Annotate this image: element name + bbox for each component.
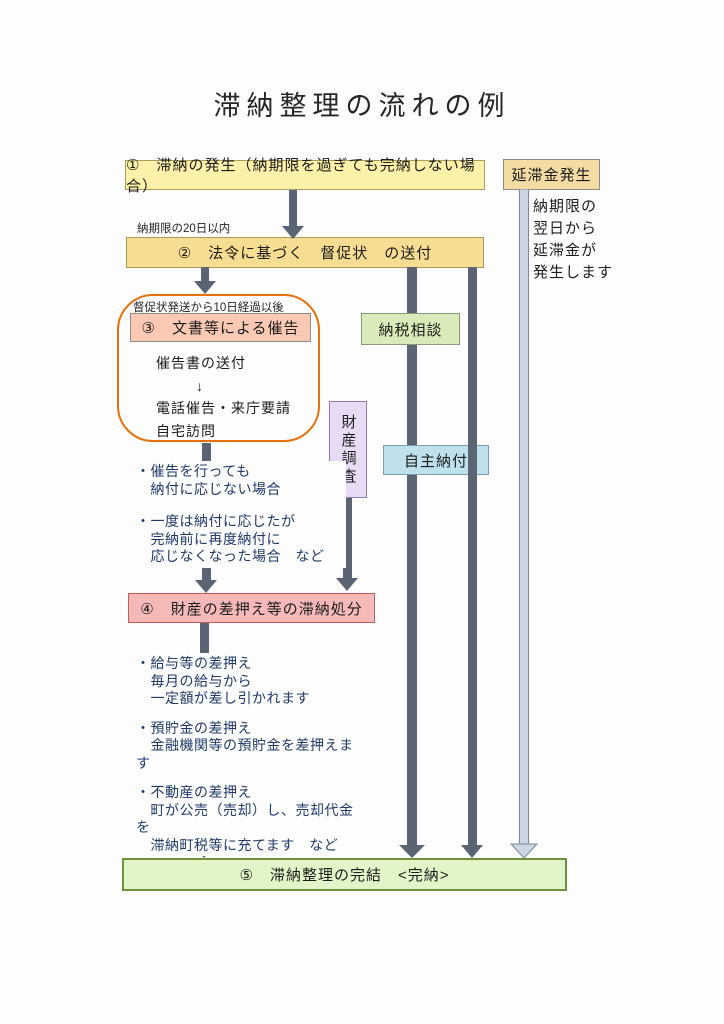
- connector-penalty-arrowhead-icon: [509, 843, 539, 859]
- note-paragraph: ・不動産の差押え 町が公売（売却）し、売却代金を 滞納町税等に充てます など: [136, 784, 366, 854]
- penalty-note-line: 延滞金が: [533, 242, 598, 259]
- penalty-note-line: 納期限の: [533, 198, 598, 215]
- step5-box: ⑤ 滞納整理の完結 <完納>: [122, 858, 567, 891]
- step3-detail-line: 電話催告・来庁要請: [156, 400, 291, 416]
- note-line: ・不動産の差押え: [136, 784, 252, 800]
- connector-line2-arrowhead-icon: [461, 845, 483, 858]
- note-paragraph: ・一度は納付に応じたが 完納前に再度納付に 応じなくなった場合 など: [136, 513, 340, 566]
- note-line: 金融機関等の預貯金を差押えます: [136, 737, 354, 771]
- notes-between-step3-step4: ・催告を行っても 納付に応じない場合 ・一度は納付に応じたが 完納前に再度納付に…: [136, 461, 346, 568]
- connector-line1-arrowhead-icon: [399, 845, 425, 858]
- connector-penalty-line: [509, 189, 539, 859]
- penalty-note: 納期限の 翌日から 延滞金が 発生します: [533, 196, 613, 284]
- step3-pre-label: 督促状発送から10日経過以後: [133, 302, 284, 314]
- connector-s1-s2-shaft: [289, 190, 297, 226]
- connector-investigation-s4-shaft: [343, 498, 352, 578]
- step3-detail-line: 自宅訪問: [156, 422, 216, 439]
- note-paragraph: ・預貯金の差押え 金融機関等の預貯金を差押えます: [136, 720, 366, 773]
- penalty-box: 延滞金発生: [503, 159, 600, 190]
- note-paragraph: ・催告を行っても 納付に応じない場合: [136, 463, 340, 498]
- note-line: 一定額が差し引かれます: [136, 690, 310, 706]
- connector-s1-s2-arrowhead-icon: [282, 226, 304, 239]
- penalty-note-line: 発生します: [533, 264, 614, 281]
- note-line: ・一度は納付に応じたが: [136, 513, 296, 529]
- connector-line2-shaft: [468, 267, 477, 845]
- note-paragraph: ・給与等の差押え 毎月の給与から 一定額が差し引かれます: [136, 655, 366, 708]
- note-line: 納付に応じない場合: [136, 480, 281, 497]
- note-line: ・催告を行っても: [136, 463, 251, 479]
- tax-consultation-box: 納税相談: [361, 313, 460, 345]
- down-arrow-icon: ↓: [196, 377, 204, 394]
- asset-investigation-box: 財産調査: [329, 401, 367, 498]
- connector-investigation-s4-arrowhead-icon: [336, 578, 358, 591]
- page-title: 滞納整理の流れの例: [213, 91, 511, 121]
- step1-box: ① 滞納の発生（納期限を過ぎても完納しない場合）: [125, 157, 485, 195]
- note-line: 完納前に再度納付に: [136, 530, 281, 547]
- step3-box: ③ 文書等による催告: [130, 313, 311, 342]
- penalty-note-line: 翌日から: [533, 220, 598, 237]
- notes-below-step4: ・給与等の差押え 毎月の給与から 一定額が差し引かれます ・預貯金の差押え 金融…: [136, 653, 372, 856]
- note-line: ・預貯金の差押え: [136, 719, 252, 736]
- connector-s2-s3-shaft: [201, 267, 209, 281]
- connector-s2-s3-arrowhead-icon: [194, 281, 216, 294]
- connector-line1-shaft: [407, 267, 417, 845]
- note-line: 毎月の給与から: [136, 672, 252, 689]
- connector-s3-s4-arrowhead-icon: [195, 580, 217, 593]
- step3-details: 催告書の送付 ↓ 電話催告・来庁要請 自宅訪問: [156, 352, 291, 442]
- note-line: ・給与等の差押え: [136, 655, 252, 671]
- note-line: 町が公売（売却）し、売却代金を: [136, 801, 354, 836]
- note-line: 応じなくなった場合 など: [136, 548, 325, 564]
- step2-box: ② 法令に基づく 督促状 の送付: [126, 237, 484, 268]
- step3-detail-line: 催告書の送付: [156, 355, 246, 371]
- step4-box: ④ 財産の差押え等の滞納処分: [128, 593, 375, 623]
- note-line: 滞納町税等に充てます など: [136, 836, 339, 853]
- step2-pre-label: 納期限の20日以内: [137, 223, 231, 235]
